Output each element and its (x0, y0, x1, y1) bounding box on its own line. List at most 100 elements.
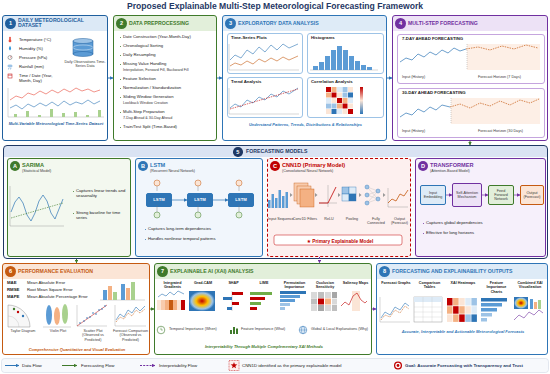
node-text: Captures global dependencies (422, 221, 542, 226)
dataset-chart (10, 88, 100, 100)
xai-thumbnails (325, 299, 331, 305)
cnn-pipeline (279, 190, 282, 208)
node-text: DAILY METEOROLOGICAL DATASET (18, 18, 106, 30)
cnn-pipeline (388, 190, 408, 203)
correlation-heatmap (326, 87, 363, 114)
node-text: Daily Resampling (119, 53, 215, 58)
correlation-heatmap (326, 87, 331, 92)
cnn-pipeline (290, 193, 293, 197)
xai-icons (233, 327, 235, 334)
lstm-states (239, 205, 240, 212)
metric-bars (126, 288, 130, 300)
dataset-chart (10, 100, 100, 109)
xai-thumbnails (325, 292, 331, 298)
xai-thumbnails (189, 291, 215, 311)
model-card: SARIMA(Statistical Model)Captures linear… (7, 158, 131, 257)
node-text: Multi-Variable Meteorological Time-Serie… (6, 122, 106, 127)
node-text: (Convolutional Neural Network) (282, 169, 408, 173)
node-text: Effective for long horizons (422, 231, 542, 236)
flow-arrow (319, 257, 320, 263)
xai-icons (157, 326, 307, 334)
correlation-heatmap (348, 109, 353, 114)
node-text: Humidity (%) (19, 47, 61, 52)
node-text: Trend Analysis (231, 80, 301, 85)
cnn-pipeline (282, 196, 285, 208)
correlation-heatmap (332, 98, 337, 103)
layer-box: Output (Forecast) (520, 185, 544, 205)
histogram-chart (343, 50, 348, 70)
node-text: A (13, 163, 17, 169)
sarima-chart (11, 203, 63, 218)
output-thumbnails (481, 303, 502, 307)
node-text: LIME (250, 281, 279, 285)
histogram-chart (349, 56, 354, 70)
output-thumbnails (381, 306, 409, 320)
xai-thumbnails (250, 302, 261, 305)
dataset-chart (74, 112, 77, 117)
output-thumbnails (481, 298, 507, 302)
node-text: 1 (9, 20, 12, 26)
lstm-states (157, 205, 158, 212)
node-text: LSTM (153, 198, 164, 203)
horizon-chart (467, 44, 540, 70)
dataset-chart (62, 113, 65, 117)
node-text: Captures linear trends and seasonality (72, 189, 129, 199)
output-thumbnails (538, 300, 541, 309)
xai-thumbnails (157, 291, 367, 311)
variable-icons (7, 37, 12, 78)
xai-icons (157, 326, 165, 334)
node-text: Forecast Horizon (30 Days) (478, 129, 542, 133)
evaluation-plots (62, 304, 68, 324)
node-text: Self-Attention Mechanism (454, 191, 480, 200)
lstm-states (198, 186, 199, 191)
cnn-pipeline (376, 189, 380, 193)
flow-arrow (76, 259, 77, 263)
node-text: Captures long-term dependencies (144, 227, 260, 232)
dataset-chart (50, 109, 53, 117)
node-text: Mean Absolute Error (27, 281, 97, 286)
xai-thumbnails (157, 300, 161, 310)
metric-bars (100, 282, 145, 300)
node-text: Fully Connected (364, 217, 388, 226)
cnn-pipeline (365, 193, 369, 197)
node-text: Histograms (311, 36, 381, 41)
evaluation-plots (17, 311, 19, 313)
dataset-chart (26, 111, 29, 117)
output-thumbnails (447, 306, 453, 314)
lstm-states (154, 180, 242, 218)
evaluation-plots (98, 309, 100, 311)
legend-samples (394, 362, 402, 370)
node-text: SARIMA (22, 162, 128, 168)
node-text: Train/Test Split (Time-Based) (119, 125, 215, 130)
node-text: 7-Day Ahead & 30-Day Ahead (123, 116, 215, 120)
horizon-chart (400, 48, 466, 62)
legend-samples (229, 361, 239, 371)
metric-bars (131, 282, 135, 300)
evaluation-plots (86, 317, 88, 319)
node-text: MAE (7, 281, 27, 286)
correlation-heatmap (337, 87, 342, 92)
node-text: Output (Forecast) (522, 191, 542, 200)
evaluation-plots (92, 312, 94, 314)
flow-arrow (514, 195, 520, 196)
node-text: Daily Observations Time-Series Data (63, 60, 107, 69)
correlation-heatmap (343, 109, 348, 114)
node-text: D (421, 163, 425, 169)
cnn-pipeline (383, 193, 386, 197)
cnn-pipeline (275, 198, 278, 208)
node-text: Normalization / Standardization (119, 86, 215, 91)
output-thumbnails (514, 310, 543, 320)
step-badge: 2 (116, 18, 127, 29)
node-text: Conv1D Filters (292, 217, 318, 221)
sarima-chart (10, 186, 64, 226)
correlation-heatmap (337, 104, 342, 109)
preprocessing-panel: DATA PREPROCESSINGDate Construction (Yea… (113, 15, 217, 141)
node-text: Scatter Plot (Observed vs Predicted) (75, 329, 111, 342)
node-text: Saliency Maps (341, 281, 370, 285)
histogram-chart (331, 50, 336, 70)
model-card: CNN1D (Primary Model)(Convolutional Neur… (267, 158, 411, 257)
node-text: Understand Patterns, Trends, Distributio… (227, 123, 384, 128)
node-text: Multi-Step Preparation (119, 110, 215, 115)
node-text: LSTM (150, 162, 260, 168)
node-text: Forecast Graphs (380, 281, 412, 285)
